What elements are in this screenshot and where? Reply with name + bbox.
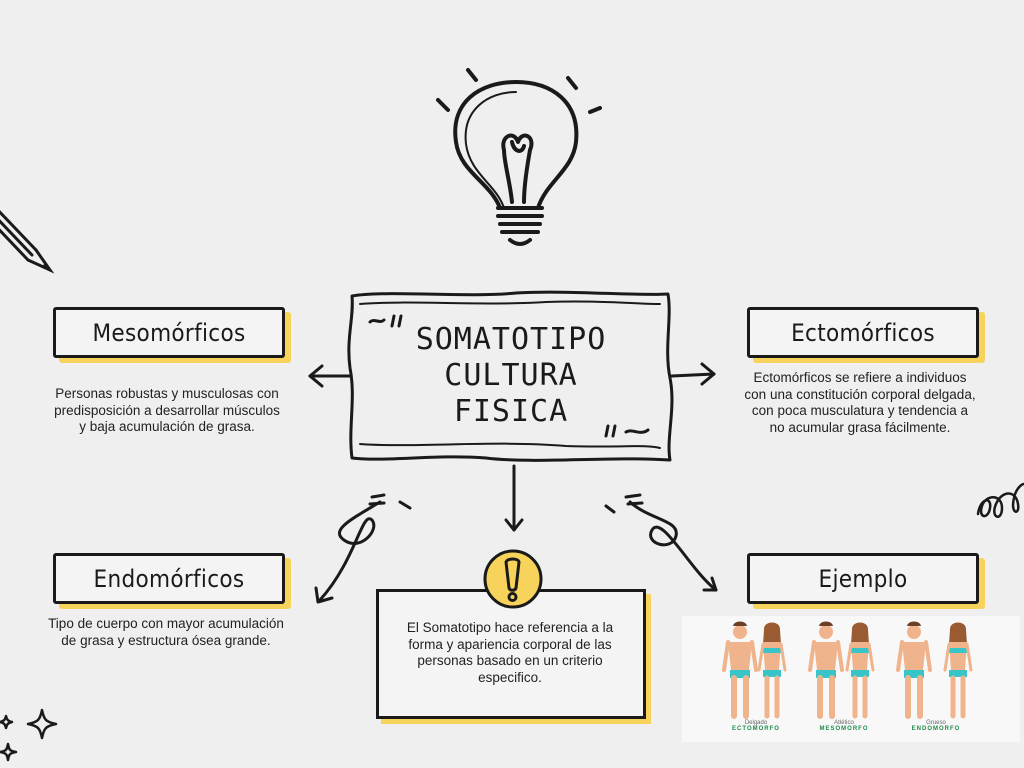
meso-woman-figure (847, 623, 873, 717)
ejemplo-label-text: Ejemplo (818, 564, 908, 593)
ectomorficos-description: Ectomórficos se refiere a individuos con… (744, 370, 976, 435)
title-frame (347, 290, 674, 462)
mesomorficos-description: Personas robustas y musculosas con predi… (54, 386, 280, 434)
squiggle-icon (976, 482, 1024, 518)
endo-woman-figure (945, 623, 971, 717)
group-mesomorfo: Atlético MESOMORFO (804, 720, 884, 732)
endomorficos-label: Endomórficos (53, 553, 285, 604)
title: SOMATOTIPO CULTURA FISICA (386, 322, 636, 430)
type-mesomorfo: MESOMORFO (819, 726, 869, 732)
caption-grueso: Grueso (926, 720, 946, 726)
group-endomorfo: Grueso ENDOMORFO (896, 720, 976, 732)
caption-delgado: Delgado (744, 720, 768, 726)
mesomorficos-label: Mesomórficos (53, 307, 285, 358)
endomorficos-description: Tipo de cuerpo con mayor acumulación de … (48, 616, 284, 648)
lightbulb-icon (436, 68, 602, 246)
endomorficos-label-text: Endomórficos (93, 564, 245, 593)
title-line-1: SOMATOTIPO (415, 322, 607, 357)
body-types-image: Delgado ECTOMORFO Atlético MESOMORFO Gru… (682, 616, 1020, 742)
definition-box (376, 589, 646, 719)
caption-atletico: Atlético (834, 720, 854, 726)
exclamation-icon (483, 549, 543, 609)
sparkle-icon (0, 708, 58, 762)
pencil-icon (0, 210, 55, 274)
ectomorficos-label-text: Ectomórficos (791, 318, 935, 347)
type-ectomorfo: ECTOMORFO (732, 726, 780, 732)
ecto-woman-figure (759, 623, 785, 717)
ejemplo-label: Ejemplo (747, 553, 979, 604)
title-line-2: CULTURA (444, 358, 578, 393)
definition-text: El Somatotipo hace referencia a la forma… (406, 620, 614, 685)
title-line-3: FISICA (453, 394, 569, 429)
mesomorficos-label-text: Mesomórficos (92, 318, 246, 347)
type-endomorfo: ENDOMORFO (911, 726, 961, 732)
meso-man-figure (810, 622, 842, 717)
endo-man-figure (898, 622, 930, 717)
ectomorficos-label: Ectomórficos (747, 307, 979, 358)
ecto-man-figure (724, 622, 756, 717)
group-ectomorfo: Delgado ECTOMORFO (716, 720, 796, 732)
